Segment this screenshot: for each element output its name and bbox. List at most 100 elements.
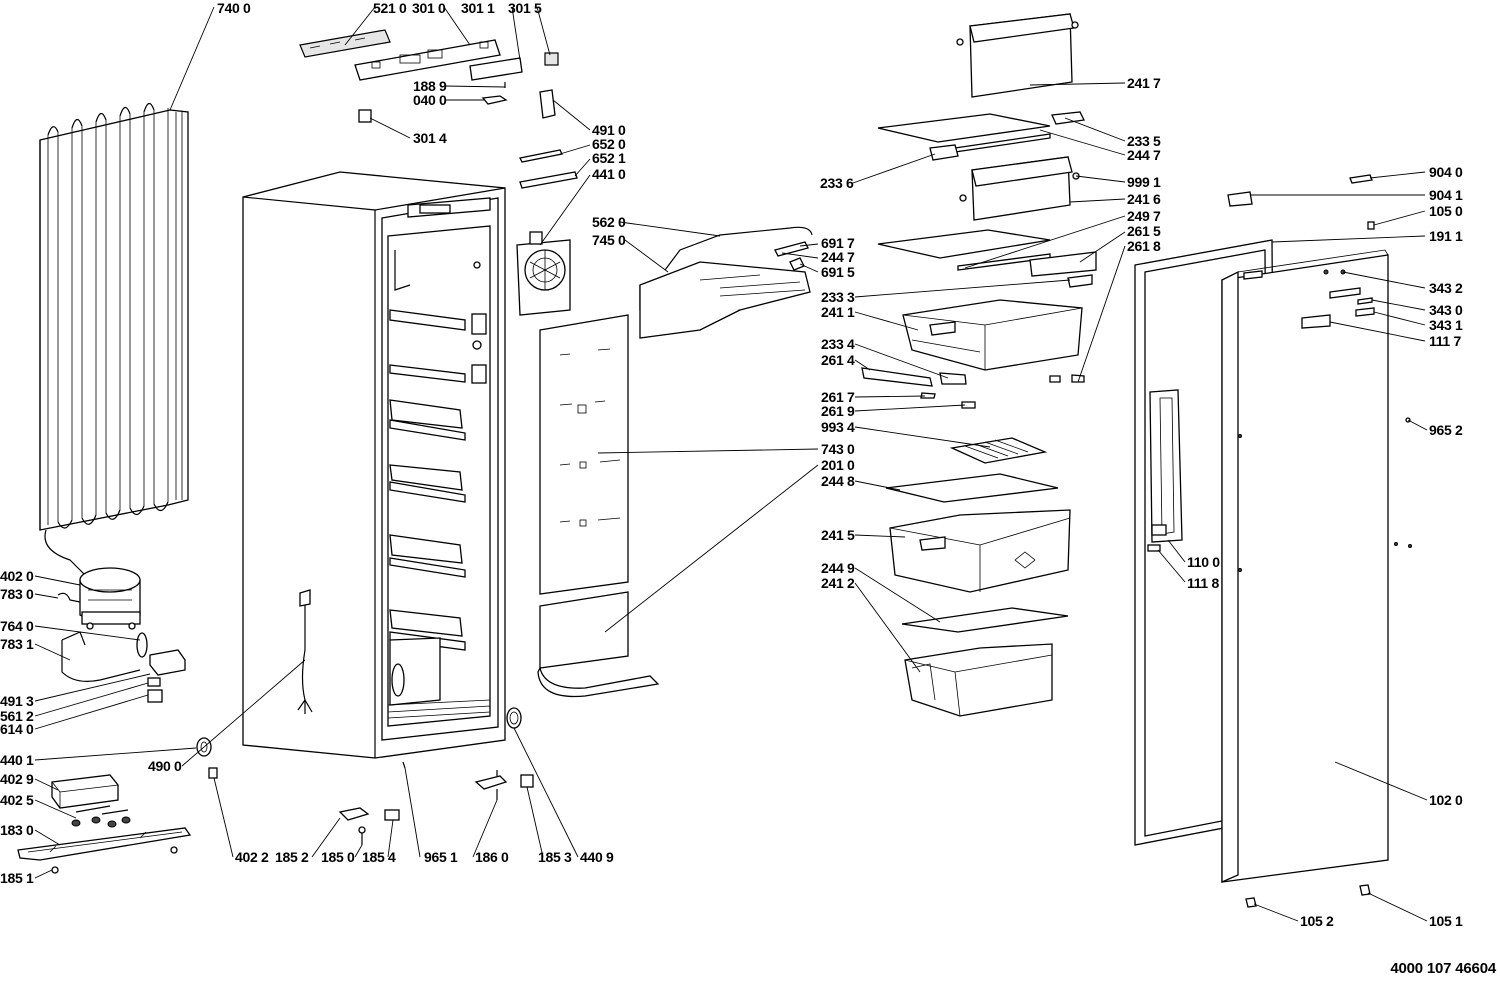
document-number: 4000 107 46604 — [1390, 960, 1496, 977]
part-label: 185 2 — [275, 849, 309, 865]
part-261-7 — [920, 392, 936, 399]
screw-185-1 — [51, 866, 59, 874]
part-label: 440 1 — [0, 752, 34, 768]
part-label: 343 1 — [1429, 317, 1463, 333]
part-label: 241 1 — [821, 304, 855, 320]
part-label: 490 0 — [148, 758, 182, 774]
part-label: 999 1 — [1127, 174, 1161, 190]
power-cord — [297, 600, 313, 714]
part-label: 402 5 — [0, 792, 34, 808]
hinge-185-2 — [338, 807, 370, 821]
leader-lines — [34, 6, 1428, 922]
part-label: 244 7 — [1127, 147, 1161, 163]
grommet-440-9 — [506, 707, 522, 729]
part-233-4 — [939, 372, 967, 385]
part-label: 185 1 — [0, 870, 34, 886]
compressor-base-plate — [17, 827, 192, 861]
part-label: 614 0 — [0, 721, 34, 737]
part-label: 904 0 — [1429, 164, 1463, 180]
part-652-1 — [519, 171, 578, 189]
part-label: 904 1 — [1429, 187, 1463, 203]
part-label: 261 8 — [1127, 238, 1161, 254]
screw-965-1 — [402, 761, 406, 769]
part-label: 652 0 — [592, 136, 626, 152]
part-label: 111 8 — [1187, 575, 1219, 591]
part-label: 110 0 — [1187, 554, 1220, 570]
hinge-233-6 — [929, 144, 959, 161]
part-label: 185 3 — [538, 849, 572, 865]
part-label: 111 7 — [1429, 333, 1461, 349]
part-label: 261 5 — [1127, 223, 1161, 239]
part-301-5 — [544, 52, 559, 66]
part-label: 185 4 — [362, 849, 396, 865]
part-904-0 — [1349, 174, 1373, 184]
fan-assembly — [516, 231, 571, 316]
bottom-cover — [537, 591, 660, 698]
part-label: 652 1 — [592, 150, 626, 166]
part-label: 783 1 — [0, 636, 34, 652]
part-185-3 — [520, 774, 534, 788]
door-102-0 — [1221, 249, 1412, 883]
part-label: 561 2 — [0, 708, 34, 724]
part-label: 691 7 — [821, 235, 855, 251]
flap-241-7 — [956, 13, 1079, 98]
control-panel — [354, 39, 501, 81]
part-label: 521 0 — [373, 0, 407, 16]
glass-244-9 — [901, 607, 1069, 633]
cabinet — [242, 171, 506, 759]
part-label: 402 9 — [0, 771, 34, 787]
display-label-301-1 — [469, 57, 523, 81]
part-label: 441 0 — [592, 166, 626, 182]
glass-244-7 — [877, 229, 1051, 259]
part-label: 188 9 — [413, 78, 447, 94]
part-label: 185 0 — [321, 849, 355, 865]
part-label: 244 8 — [821, 473, 855, 489]
part-label: 241 5 — [821, 527, 855, 543]
drip-tray — [51, 774, 119, 809]
inner-back-panel — [539, 314, 629, 595]
part-label: 301 1 — [461, 0, 495, 16]
ice-tray-993-4 — [949, 437, 1048, 464]
part-301-4 — [358, 109, 372, 123]
part-label: 241 6 — [1127, 191, 1161, 207]
hinge-186-0 — [474, 775, 508, 790]
part-040-0 — [481, 95, 508, 105]
hinge-233-5 — [1051, 111, 1085, 125]
part-label: 343 2 — [1429, 280, 1463, 296]
part-label: 105 1 — [1429, 913, 1463, 929]
part-label: 105 2 — [1300, 913, 1334, 929]
part-185-4 — [384, 809, 400, 821]
part-label: 233 6 — [820, 175, 854, 191]
drawer-241-2 — [904, 643, 1053, 717]
part-label: 491 0 — [592, 122, 626, 138]
part-label: 244 7 — [821, 249, 855, 265]
part-label: 764 0 — [0, 618, 34, 634]
part-label: 402 2 — [235, 849, 269, 865]
compressor — [57, 567, 141, 630]
part-label: 965 2 — [1429, 422, 1463, 438]
electronic-board — [299, 29, 391, 58]
part-label: 201 0 — [821, 457, 855, 473]
part-label: 186 0 — [475, 849, 509, 865]
part-label: 233 5 — [1127, 133, 1161, 149]
drawer-241-5 — [889, 509, 1071, 593]
part-261-9 — [961, 401, 976, 409]
part-label: 783 0 — [0, 586, 34, 602]
part-label: 261 7 — [821, 389, 855, 405]
part-label: 241 2 — [821, 575, 855, 591]
part-label: 241 7 — [1127, 75, 1161, 91]
screw-183 — [170, 846, 178, 854]
starter — [147, 677, 161, 687]
relay-cover — [149, 649, 186, 676]
part-261-5 — [1029, 251, 1097, 277]
part-label: 745 0 — [592, 232, 626, 248]
part-105-2 — [1245, 897, 1257, 908]
part-652-0 — [519, 149, 563, 163]
part-label: 040 0 — [413, 92, 447, 108]
part-label: 993 4 — [821, 419, 855, 435]
part-label: 743 0 — [821, 441, 855, 457]
part-label: 249 7 — [1127, 208, 1161, 224]
part-label: 562 0 — [592, 214, 626, 230]
part-label: 102 0 — [1429, 792, 1463, 808]
